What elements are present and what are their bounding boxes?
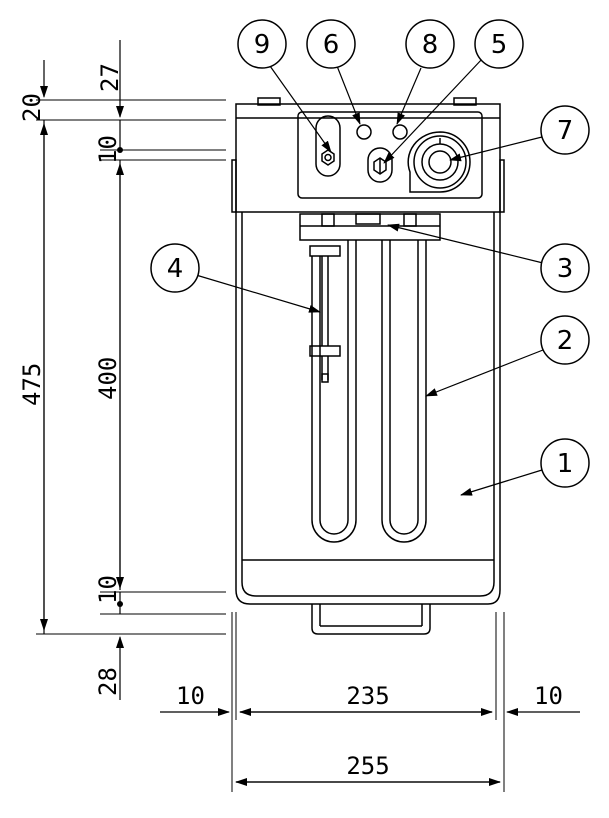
part-9-slot (315, 115, 341, 177)
callout-6-label: 6 (323, 30, 340, 60)
part-2-heater-left-outer (311, 240, 357, 543)
lid-knob-right (453, 97, 477, 106)
callout-2-label: 2 (557, 326, 574, 356)
part-2-heater-right-outer (381, 240, 427, 543)
callout-2-circle (540, 315, 590, 365)
callout-5-label: 5 (491, 30, 508, 60)
callout-1-label: 1 (557, 449, 574, 479)
dim-dot-upper (117, 147, 123, 153)
leader-2 (425, 349, 544, 397)
dim-top-clearance: 27 (96, 63, 124, 92)
part-5-switch-slot (367, 147, 393, 183)
dim-heater-length: 400 (94, 357, 122, 400)
callout-7-circle (540, 105, 590, 155)
dim-right-margin: 10 (534, 682, 563, 710)
part-7-knob (413, 135, 467, 189)
dim-left-margin: 10 (176, 682, 205, 710)
part-2-heater-left-inner (319, 240, 349, 535)
dim-overall-width: 255 (346, 752, 389, 780)
part-7-bezel (407, 131, 471, 193)
housing-side-left (231, 159, 237, 213)
callout-6-circle (306, 19, 356, 69)
callout-9-label: 9 (254, 30, 271, 60)
dim-upper-margin: 10 (94, 135, 122, 164)
leader-6 (336, 65, 361, 125)
part-8-lamp (392, 124, 408, 140)
leader-9 (269, 65, 332, 153)
leader-8 (396, 67, 422, 125)
leader-4 (195, 274, 321, 313)
fryer-vessel (235, 212, 501, 605)
leader-5 (383, 57, 484, 164)
part-9-nut (321, 149, 335, 166)
leader-7 (449, 136, 543, 162)
dim-inner-width: 235 (346, 682, 389, 710)
part-4-probe-clip (309, 345, 341, 357)
control-panel (297, 111, 483, 199)
callout-9-circle (237, 19, 287, 69)
callout-4-label: 4 (167, 254, 184, 284)
part-3-bracket (299, 213, 441, 241)
callout-7-label: 7 (557, 116, 574, 146)
part-6-lamp (356, 124, 372, 140)
housing-side-right (499, 159, 505, 213)
leader-1 (460, 469, 543, 496)
callout-1-circle (540, 438, 590, 488)
dim-dot-lower (117, 601, 123, 607)
callout-4-circle (150, 243, 200, 293)
dim-overall-height: 475 (18, 363, 46, 406)
callout-3-circle (540, 243, 590, 293)
vessel-inner-wall (241, 212, 495, 597)
leader-3 (387, 223, 544, 264)
lid-knob-left (257, 97, 281, 106)
part-2-heater-right-inner (389, 240, 419, 535)
callout-8-circle (405, 19, 455, 69)
part-4-probe-cap (309, 245, 341, 257)
callout-8-label: 8 (422, 30, 439, 60)
dim-lower-margin: 10 (94, 575, 122, 604)
callout-5-circle (474, 19, 524, 69)
drain-handle (311, 604, 431, 635)
callout-3-label: 3 (557, 254, 574, 284)
dim-bottom-clearance: 28 (94, 667, 122, 696)
dim-lid-height: 20 (18, 93, 46, 122)
